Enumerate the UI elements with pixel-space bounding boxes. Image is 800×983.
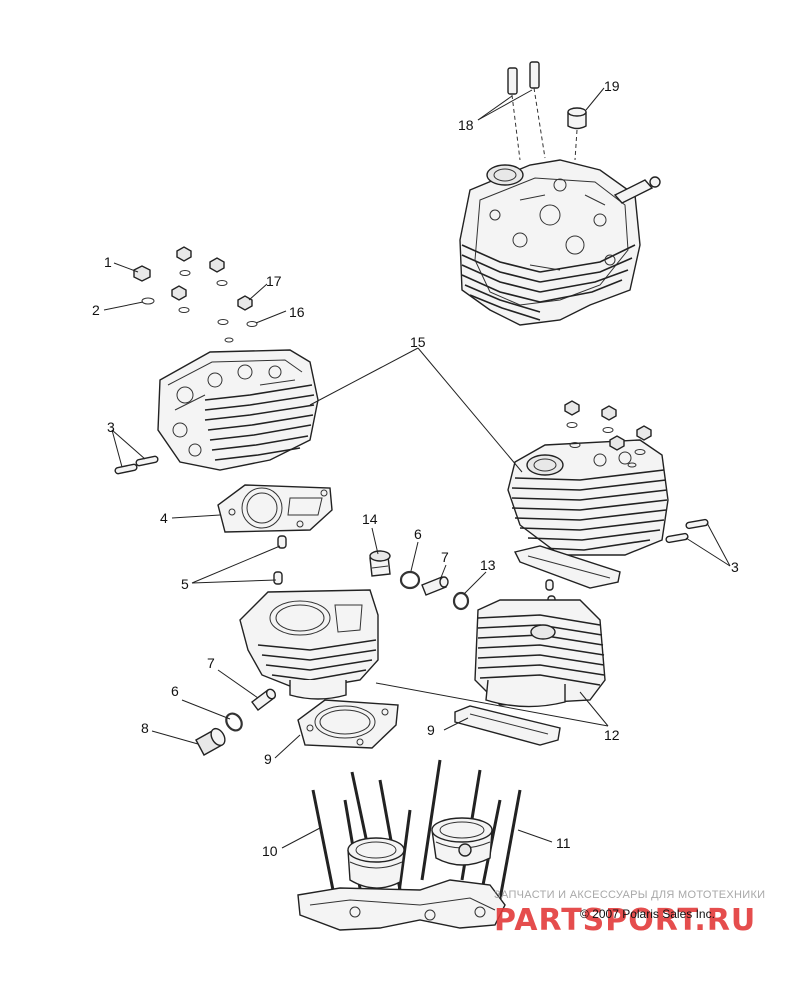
piston-left [347,837,405,889]
dowel-pins-left [114,455,159,475]
callout-9-right: 9 [427,722,435,738]
dowel-pins-right [665,518,709,544]
watermark-tagline: ЗАПЧАСТИ И АКСЕССУАРЫ ДЛЯ МОТОТЕХНИКИ [494,889,765,901]
watermark: ЗАПЧАСТИ И АКСЕССУАРЫ ДЛЯ МОТОТЕХНИКИ PA… [494,889,765,938]
callout-10: 10 [262,843,278,859]
callout-5: 5 [181,576,189,592]
valve-guides [507,61,546,161]
callout-1: 1 [104,254,112,270]
callout-11: 11 [556,835,571,851]
callout-2: 2 [92,302,100,318]
o-ring-13 [452,591,470,611]
cylinder-right [474,599,606,708]
watermark-logo: PARTSPORT.RU [494,903,756,938]
nuts-and-washers [133,246,258,343]
copyright-notice: © 2007 Polaris Sales Inc. [580,907,715,921]
plug-left [195,727,226,756]
callout-6-left: 6 [171,683,179,699]
head-gasket-left [217,484,333,533]
leader-lines [103,87,731,849]
callout-17: 17 [266,273,282,289]
callout-15: 15 [410,334,426,350]
plug-center [369,550,391,577]
callout-14: 14 [362,511,378,527]
callout-7-left: 7 [207,655,215,671]
base-gasket-right [454,705,561,746]
callout-labels: 1 2 3 4 5 6 7 8 9 10 11 12 13 14 15 16 1… [92,78,739,859]
callout-13: 13 [480,557,496,573]
crankcase [297,879,506,931]
dowels-center [273,535,287,585]
callout-4: 4 [160,510,168,526]
hardware-right [564,400,652,468]
callout-16: 16 [289,304,305,320]
o-ring-center [399,570,421,590]
o-ring-left [225,712,243,732]
callout-9-left: 9 [264,751,272,767]
callout-6-center: 6 [414,526,422,542]
bushing [567,107,587,161]
cylinder-head-left [157,349,319,471]
callout-12: 12 [604,727,620,743]
callout-18: 18 [458,117,474,133]
sleeve-center [421,576,449,596]
callout-3-right: 3 [731,559,739,575]
callout-7-center: 7 [441,549,449,565]
head-gasket-right [513,545,621,589]
cylinder-left [239,589,379,700]
callout-3-left: 3 [107,419,115,435]
sleeve-left [251,688,277,711]
callout-8: 8 [141,720,149,736]
piston-right [431,817,493,866]
cylinder-head-top-view [459,159,661,326]
cylinder-head-right [507,439,669,556]
callout-19: 19 [604,78,620,94]
base-gasket-left [297,699,399,749]
